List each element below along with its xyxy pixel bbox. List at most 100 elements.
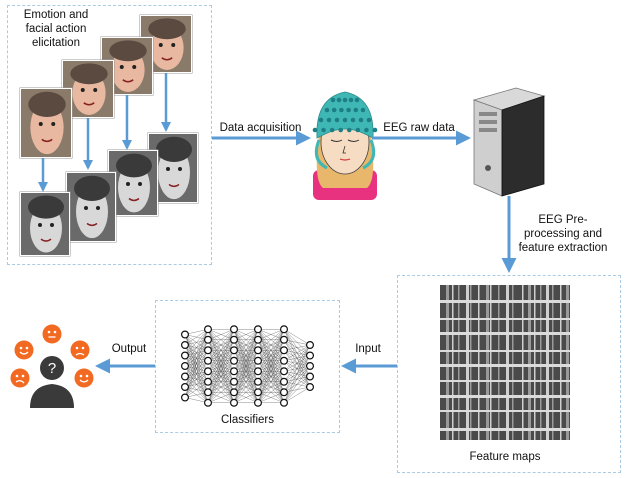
nn-node: [181, 362, 190, 371]
nn-node: [280, 356, 289, 365]
electrode-dot: [331, 107, 337, 113]
feature-stripe: [446, 285, 449, 440]
electrode-dot: [354, 97, 360, 103]
feature-stripe: [440, 350, 570, 352]
electrode-dot: [348, 97, 354, 103]
electrode-dot: [350, 117, 356, 123]
electrode-dot: [366, 117, 372, 123]
electrode-dot: [364, 127, 369, 133]
nn-node: [230, 377, 239, 386]
nn-edge: [283, 339, 311, 346]
electrode-dot: [342, 117, 348, 123]
nn-edge: [257, 381, 285, 403]
feature-stripe: [534, 285, 536, 440]
nn-edge: [257, 360, 285, 403]
nn-edge: [184, 381, 209, 398]
nn-node: [204, 377, 213, 386]
edge-output: Output: [111, 343, 147, 355]
nn-edge: [283, 344, 311, 403]
nn-edge: [233, 329, 259, 351]
nn-node: [306, 383, 315, 392]
nn-edge: [257, 339, 285, 403]
feature-stripe: [490, 285, 492, 440]
nn-edge: [257, 329, 285, 393]
emotion-face-photo: [66, 172, 116, 242]
feature-stripe: [512, 285, 514, 440]
nn-edge: [207, 360, 235, 403]
nn-edge: [207, 329, 235, 361]
nn-node: [254, 377, 263, 386]
nn-edge: [184, 329, 209, 367]
feature-stripe: [440, 380, 570, 382]
edge-input: Input: [355, 343, 381, 355]
nn-edge: [207, 329, 235, 382]
emoji-face-icon: [70, 340, 90, 360]
electrode-dot: [353, 107, 359, 113]
question-icon: ?: [48, 360, 56, 377]
nn-edge: [184, 329, 209, 346]
nn-edge: [233, 350, 259, 403]
nn-edge: [283, 355, 311, 403]
nn-edge: [283, 376, 311, 403]
electrode-dot: [360, 107, 366, 113]
nn-edge: [233, 329, 259, 372]
nn-edge: [233, 381, 259, 403]
feature-stripe: [478, 285, 480, 440]
nn-node: [254, 388, 263, 397]
nn-node: [280, 377, 289, 386]
nn-edge: [184, 371, 209, 398]
nn-edge: [257, 371, 285, 403]
nn-node: [280, 398, 289, 407]
nn-edge: [283, 386, 311, 403]
feature-stripe: [440, 410, 570, 412]
electrode-dot: [358, 117, 364, 123]
feature-stripe: [440, 332, 570, 335]
nn-edge: [257, 329, 285, 403]
nn-edge: [207, 329, 235, 340]
nn-node: [204, 356, 213, 365]
nn-node: [181, 341, 190, 350]
feature-maps-label: Feature maps: [469, 451, 541, 463]
emotion-face-photo: [20, 192, 70, 256]
nn-node: [181, 372, 190, 381]
nn-edge: [233, 371, 259, 403]
nn-edge: [207, 339, 235, 403]
feature-stripe: [498, 285, 500, 440]
feature-stripe: [552, 285, 554, 440]
feature-stripe: [440, 428, 570, 431]
nn-node: [230, 398, 239, 407]
electrode-dot: [346, 127, 352, 133]
electrode-dot: [336, 97, 342, 103]
emotion-face-photo: [108, 150, 158, 216]
nn-edge: [283, 344, 311, 372]
nn-node: [204, 346, 213, 355]
feature-stripe: [440, 364, 570, 367]
nn-edge: [283, 329, 311, 346]
nn-node: [204, 325, 213, 334]
nn-edge: [207, 392, 235, 403]
electrode-dot: [339, 107, 344, 113]
nn-node: [280, 388, 289, 397]
nn-edge: [184, 350, 209, 398]
feature-stripe: [506, 285, 509, 440]
emoji-face-icon: [74, 368, 94, 388]
nn-node: [181, 351, 190, 360]
nn-node: [230, 335, 239, 344]
person-head: [40, 356, 64, 380]
nn-node: [230, 356, 239, 365]
nn-edge: [184, 329, 209, 356]
electrode-dot: [338, 127, 344, 133]
nn-edge: [283, 344, 311, 361]
nn-node: [230, 388, 239, 397]
nn-edge: [233, 329, 259, 403]
feature-stripe: [452, 285, 454, 440]
nn-node: [280, 325, 289, 334]
nn-edge: [207, 329, 235, 372]
nn-edge: [233, 329, 259, 382]
nn-node: [230, 367, 239, 376]
nn-edge: [257, 392, 285, 403]
